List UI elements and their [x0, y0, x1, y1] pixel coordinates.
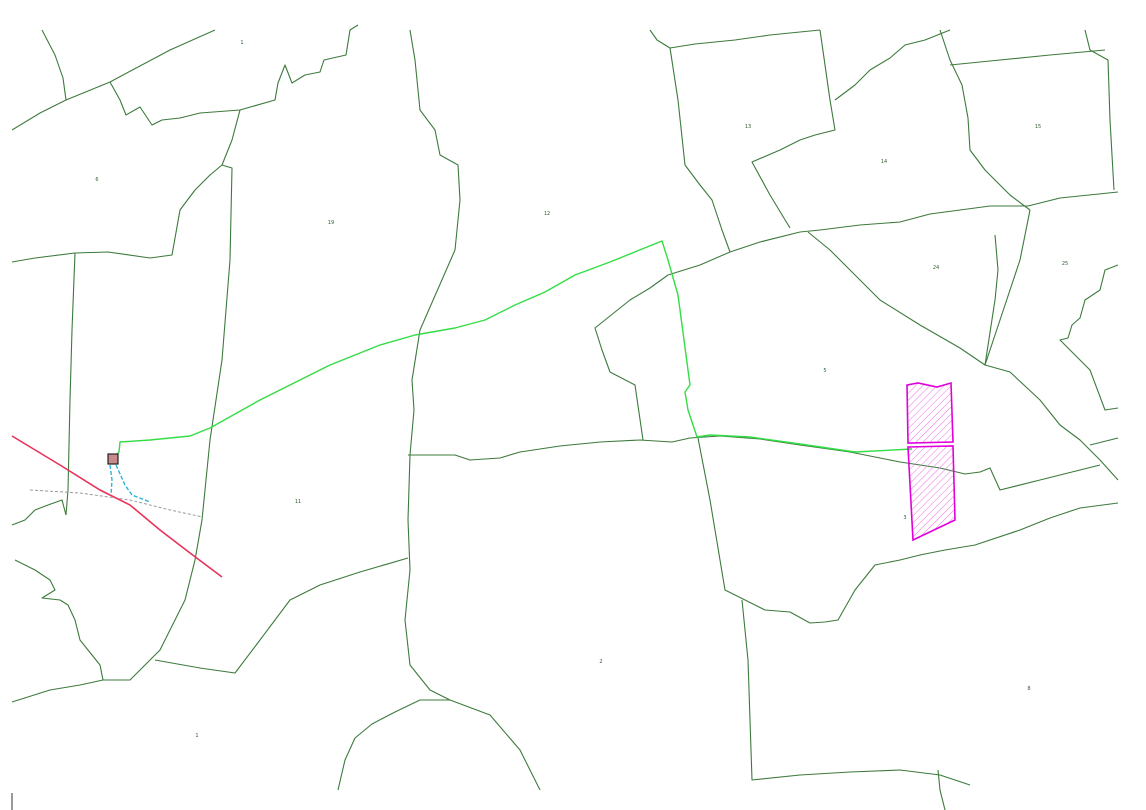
parcel-boundary	[949, 49, 1106, 66]
parcel-boundary	[14, 559, 104, 681]
parcel-labels: 1 6 19 12 13 14 15 24 25 5 11 3 2 8 1	[95, 40, 1068, 739]
access-track-dashed	[109, 464, 113, 496]
parcel-boundary	[729, 191, 1119, 253]
parcel-label: 12	[544, 211, 550, 217]
parcel-boundary	[939, 29, 1031, 211]
parcel-boundary	[11, 679, 104, 703]
parcel-boundary	[669, 47, 731, 253]
parcel-boundary	[667, 251, 731, 276]
parcel-label: 3	[903, 515, 906, 521]
parcel-boundary	[751, 29, 836, 229]
parcel-boundary	[937, 769, 946, 810]
access-track-dashed	[115, 464, 151, 503]
parcel-boundary	[409, 29, 461, 456]
parcel-boundary	[741, 599, 971, 786]
parcel-boundary	[11, 109, 241, 263]
parcel-label: 14	[881, 159, 887, 165]
parcel-boundary	[41, 29, 67, 101]
parcel-boundaries	[11, 24, 1119, 810]
red-line	[11, 435, 223, 578]
parcel-label: 2	[599, 659, 602, 665]
grey-dashed-line	[29, 489, 204, 518]
parcel-boundary	[65, 252, 76, 516]
parcel-label: 11	[295, 499, 301, 505]
parcel-boundary	[649, 29, 821, 49]
parcel-boundary	[109, 29, 216, 83]
parcel-label: 6	[95, 177, 98, 183]
parcel-boundary	[109, 24, 359, 126]
substation-marker[interactable]	[107, 453, 119, 465]
parcel-boundary	[11, 499, 67, 526]
parcel-boundary	[154, 557, 409, 674]
parcel-boundary	[834, 29, 951, 101]
site-polygon-north[interactable]	[906, 381, 954, 444]
parcel-label: 15	[1035, 124, 1041, 130]
parcel-boundary	[807, 231, 1119, 481]
parcel-label: 24	[933, 265, 939, 271]
parcel-boundary	[697, 437, 1119, 624]
parcel-boundary	[103, 164, 233, 681]
parcel-label: 1	[195, 733, 198, 739]
parcel-boundary	[1059, 264, 1119, 411]
parcel-boundary	[984, 209, 1031, 366]
parcel-boundary	[337, 699, 450, 791]
parcel-boundary	[408, 435, 1101, 491]
parcel-boundary	[11, 81, 111, 131]
cable-route-line	[112, 240, 913, 459]
parcel-boundary	[1089, 437, 1119, 446]
parcel-label: 8	[1027, 686, 1030, 692]
parcel-boundary	[1084, 29, 1115, 191]
parcel-label: 25	[1062, 261, 1068, 267]
parcel-label: 19	[328, 220, 334, 226]
parcel-label: 13	[745, 124, 751, 130]
site-polygons[interactable]	[906, 381, 956, 542]
access-track	[109, 464, 151, 503]
parcel-boundary	[404, 454, 541, 791]
parcel-label: 1	[240, 40, 243, 46]
parcel-boundary	[594, 274, 669, 441]
parcel-boundary	[984, 234, 999, 366]
parcel-label: 5	[823, 368, 826, 374]
site-polygon-south[interactable]	[907, 445, 956, 542]
